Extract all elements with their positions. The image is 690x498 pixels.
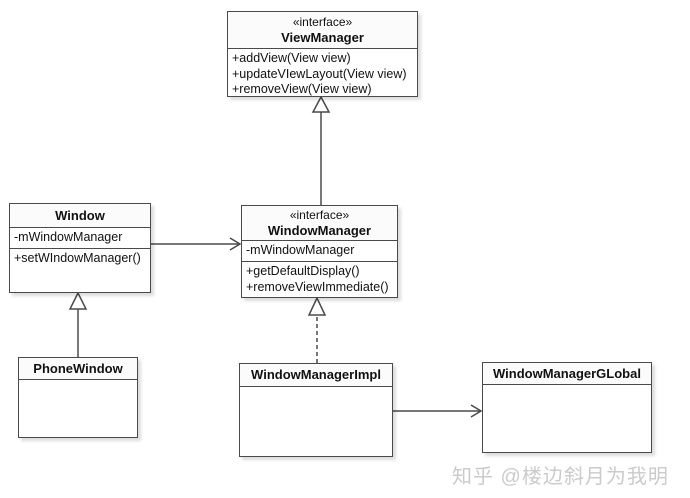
class-header: PhoneWindow — [19, 358, 137, 379]
viewmanager-name: ViewManager — [281, 29, 364, 45]
method-item: +removeViewImmediate() — [246, 279, 389, 294]
phonewindow-body — [19, 379, 137, 437]
method-item: +removeView(View view) — [232, 82, 372, 96]
method-item: +updateVIewLayout(View view) — [232, 66, 407, 81]
open-arrowhead-icon — [229, 237, 242, 251]
association-windowmanagerimpl-to-windowmanagerglobal — [393, 404, 483, 418]
window-name: Window — [55, 207, 105, 223]
class-header: WindowManagerGLobal — [483, 363, 651, 384]
class-box-phonewindow: PhoneWindow — [18, 357, 138, 438]
window-attributes: -mWindowManager — [10, 227, 150, 248]
windowmanager-name: WindowManager — [267, 222, 372, 238]
viewmanager-stereotype: «interface» — [292, 14, 353, 29]
hollow-triangle-arrow-icon — [307, 296, 327, 316]
class-box-windowmanagerglobal: WindowManagerGLobal — [482, 362, 652, 453]
phonewindow-name: PhoneWindow — [33, 360, 123, 376]
class-box-window: Window -mWindowManager +setWIndowManager… — [9, 203, 151, 293]
method-item: +addView(View view) — [232, 51, 351, 65]
method-item: +setWIndowManager() — [14, 251, 141, 265]
association-window-to-windowmanager — [151, 237, 242, 251]
window-methods: +setWIndowManager() — [10, 248, 150, 292]
attribute-item: -mWindowManager — [246, 243, 355, 257]
windowmanager-stereotype: «interface» — [289, 207, 350, 222]
class-box-windowmanager: «interface» WindowManager -mWindowManage… — [241, 205, 398, 298]
class-header: «interface» WindowManager — [242, 206, 397, 240]
open-arrowhead-icon — [470, 404, 483, 418]
viewmanager-methods: +addView(View view) +updateVIewLayout(Vi… — [228, 48, 417, 98]
windowmanagerimpl-name: WindowManagerImpl — [251, 367, 381, 382]
windowmanagerglobal-name: WindowManagerGLobal — [493, 365, 641, 381]
windowmanagerimpl-body — [240, 386, 392, 456]
zhihu-watermark: 知乎 @楼边斜月为我明 — [452, 466, 669, 488]
attribute-item: -mWindowManager — [14, 230, 123, 244]
generalization-windowmanager-to-viewmanager — [311, 95, 331, 205]
class-header: «interface» ViewManager — [228, 12, 417, 48]
class-box-windowmanagerimpl: WindowManagerImpl — [239, 363, 393, 457]
class-box-viewmanager: «interface» ViewManager +addView(View vi… — [227, 11, 418, 97]
hollow-triangle-arrow-icon — [68, 291, 88, 310]
hollow-triangle-arrow-icon — [311, 95, 331, 113]
method-item: +getDefaultDisplay() — [246, 264, 360, 278]
windowmanagerglobal-body — [483, 384, 651, 452]
windowmanager-attributes: -mWindowManager — [242, 240, 397, 261]
generalization-phonewindow-to-window — [68, 291, 88, 357]
windowmanager-methods: +getDefaultDisplay() +removeViewImmediat… — [242, 261, 397, 297]
class-header: WindowManagerImpl — [240, 364, 392, 386]
realization-windowmanagerimpl-to-windowmanager — [307, 296, 327, 363]
class-header: Window — [10, 204, 150, 227]
